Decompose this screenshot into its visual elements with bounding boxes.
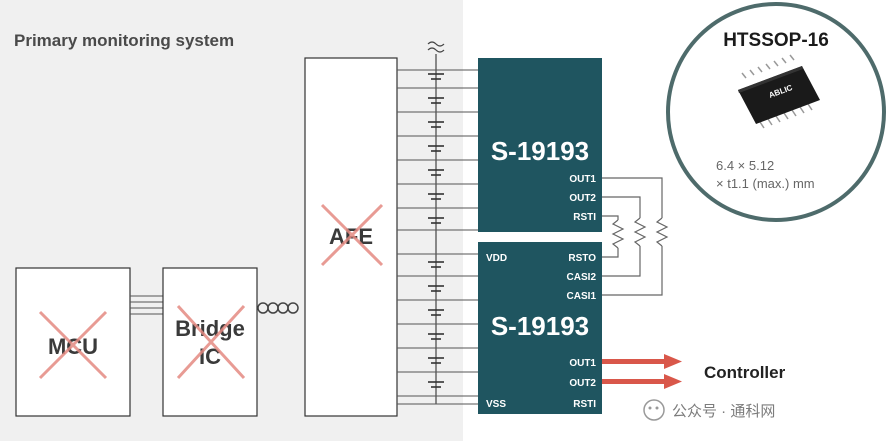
controller-arrows bbox=[602, 354, 682, 389]
bridge-label-line1: Bridge bbox=[175, 316, 245, 341]
chip-bottom-pin-rsto: RSTO bbox=[568, 253, 596, 264]
package-callout: HTSSOP-16 ABLIC 6.4 × 5.12 × t1.1 (max.)… bbox=[668, 4, 884, 220]
mcu-block: MCU bbox=[16, 268, 130, 416]
package-dim-line2: × t1.1 (max.) mm bbox=[716, 176, 815, 191]
bridge-ic-block: Bridge IC bbox=[163, 268, 257, 416]
arrow-out1-icon bbox=[664, 354, 682, 369]
chip-s19193-bottom: VDD VSS RSTO CASI2 CASI1 S-19193 OUT1 OU… bbox=[478, 242, 602, 414]
resistor-2-icon bbox=[635, 218, 645, 246]
chip-s19193-top: S-19193 OUT1 OUT2 RSTI bbox=[478, 58, 602, 232]
arrow-out2-icon bbox=[664, 374, 682, 389]
watermark-text: 公众号 · 通科网 bbox=[672, 403, 775, 420]
chip-bottom-pin-casi1: CASI1 bbox=[567, 291, 597, 302]
package-dim-line1: 6.4 × 5.12 bbox=[716, 158, 774, 173]
chip-bottom-pin-out2: OUT2 bbox=[569, 378, 596, 389]
cascade-wiring bbox=[602, 178, 667, 295]
watermark: 公众号 · 通科网 bbox=[644, 400, 775, 420]
chip-bottom-pin-out1: OUT1 bbox=[569, 358, 596, 369]
chip-bottom-pin-casi2: CASI2 bbox=[567, 272, 597, 283]
chip-bottom-pin-vss: VSS bbox=[486, 399, 506, 410]
chip-bottom-pin-rsti: RSTI bbox=[573, 399, 596, 410]
region-label: Primary monitoring system bbox=[14, 31, 234, 50]
chip-bottom-name: S-19193 bbox=[491, 311, 589, 341]
wechat-icon bbox=[644, 400, 664, 420]
chip-top-pin-out2: OUT2 bbox=[569, 193, 596, 204]
chip-top-name: S-19193 bbox=[491, 136, 589, 166]
resistor-3-icon bbox=[657, 218, 667, 246]
afe-block: AFE bbox=[305, 58, 397, 416]
package-title: HTSSOP-16 bbox=[723, 30, 829, 51]
resistor-1-icon bbox=[613, 220, 623, 248]
chip-bottom-pin-vdd: VDD bbox=[486, 253, 507, 264]
chip-top-pin-out1: OUT1 bbox=[569, 174, 596, 185]
chip-top-pin-rsti: RSTI bbox=[573, 212, 596, 223]
controller-label: Controller bbox=[704, 363, 786, 382]
